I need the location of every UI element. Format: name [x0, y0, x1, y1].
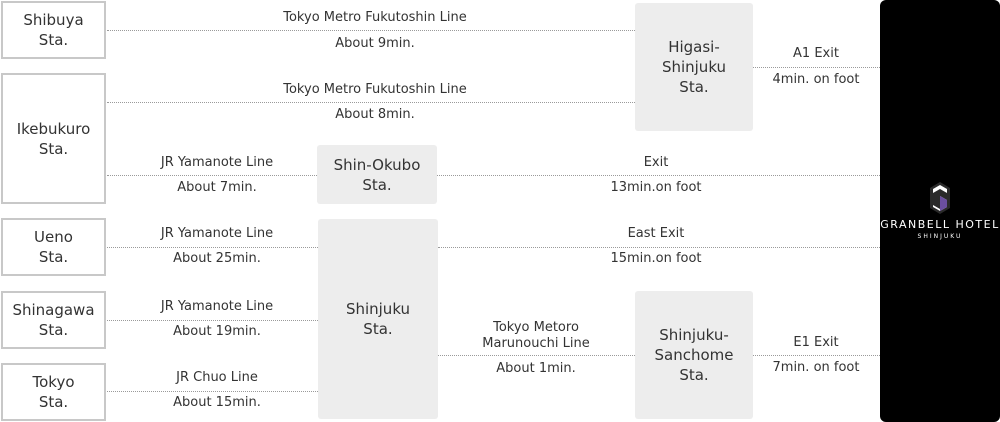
- exit-label-sanchome: E1 Exit: [793, 335, 839, 350]
- hub-higashi-shinjuku: Higasi- Shinjuku Sta.: [635, 3, 753, 131]
- route-label-ikebukuro-jr-line: JR Yamanote Line: [160, 155, 274, 170]
- route-label-shibuya-time: About 9min.: [335, 36, 415, 51]
- connector-ikebukuro-fukutoshin: [107, 102, 635, 103]
- walk-label-higashi: 4min. on foot: [772, 72, 860, 87]
- origin-tokyo: Tokyo Sta.: [1, 363, 106, 421]
- hotel-subtitle: SHINJUKU: [917, 233, 963, 240]
- hub-shinjuku-sanchome: Shinjuku- Sanchome Sta.: [635, 291, 753, 419]
- connector-shinagawa: [107, 320, 318, 321]
- connector-higashi-hotel: [753, 67, 880, 68]
- exit-label-higashi: A1 Exit: [793, 46, 839, 61]
- connector-marunouchi: [438, 355, 635, 356]
- route-label-tokyo-line: JR Chuo Line: [176, 370, 258, 385]
- route-label-tokyo-time: About 15min.: [173, 395, 261, 410]
- walk-label-sanchome: 7min. on foot: [772, 360, 860, 375]
- origin-shinagawa: Shinagawa Sta.: [1, 291, 106, 349]
- route-label-marunouchi-time: About 1min.: [496, 361, 576, 376]
- route-label-ueno-line: JR Yamanote Line: [160, 226, 274, 241]
- route-label-ikebukuro-jr-time: About 7min.: [177, 180, 257, 195]
- connector-okubo-hotel: [437, 175, 880, 176]
- route-label-ikebukuro-time: About 8min.: [335, 107, 415, 122]
- connector-ikebukuro-jr: [107, 175, 317, 176]
- route-label-shibuya-line: Tokyo Metro Fukutoshin Line: [283, 10, 467, 25]
- connector-tokyo: [107, 391, 318, 392]
- exit-label-okubo: Exit: [643, 155, 669, 170]
- walk-label-shinjuku: 15min.on foot: [610, 251, 702, 266]
- route-label-shinagawa-line: JR Yamanote Line: [160, 299, 274, 314]
- hotel-name: GRANBELL HOTEL: [880, 218, 1000, 231]
- connector-sanchome-hotel: [753, 355, 880, 356]
- connector-ueno: [107, 247, 318, 248]
- hub-shinjuku: Shinjuku Sta.: [318, 219, 438, 419]
- origin-ikebukuro: Ikebukuro Sta.: [1, 73, 106, 204]
- route-label-ueno-time: About 25min.: [173, 251, 261, 266]
- route-label-marunouchi-line: Tokyo Metoro Marunouchi Line: [482, 320, 590, 351]
- origin-shibuya: Shibuya Sta.: [1, 1, 106, 59]
- exit-label-shinjuku: East Exit: [627, 226, 685, 241]
- connector-shinjuku-hotel: [438, 247, 880, 248]
- walk-label-okubo: 13min.on foot: [610, 180, 702, 195]
- route-label-shinagawa-time: About 19min.: [173, 324, 261, 339]
- hotel-panel: GRANBELL HOTEL SHINJUKU: [880, 0, 1000, 422]
- connector-shibuya: [107, 30, 635, 31]
- origin-ueno: Ueno Sta.: [1, 218, 106, 276]
- hub-shin-okubo: Shin-Okubo Sta.: [317, 145, 437, 204]
- hotel-logo-icon: [930, 182, 950, 214]
- route-label-ikebukuro-line: Tokyo Metro Fukutoshin Line: [283, 82, 467, 97]
